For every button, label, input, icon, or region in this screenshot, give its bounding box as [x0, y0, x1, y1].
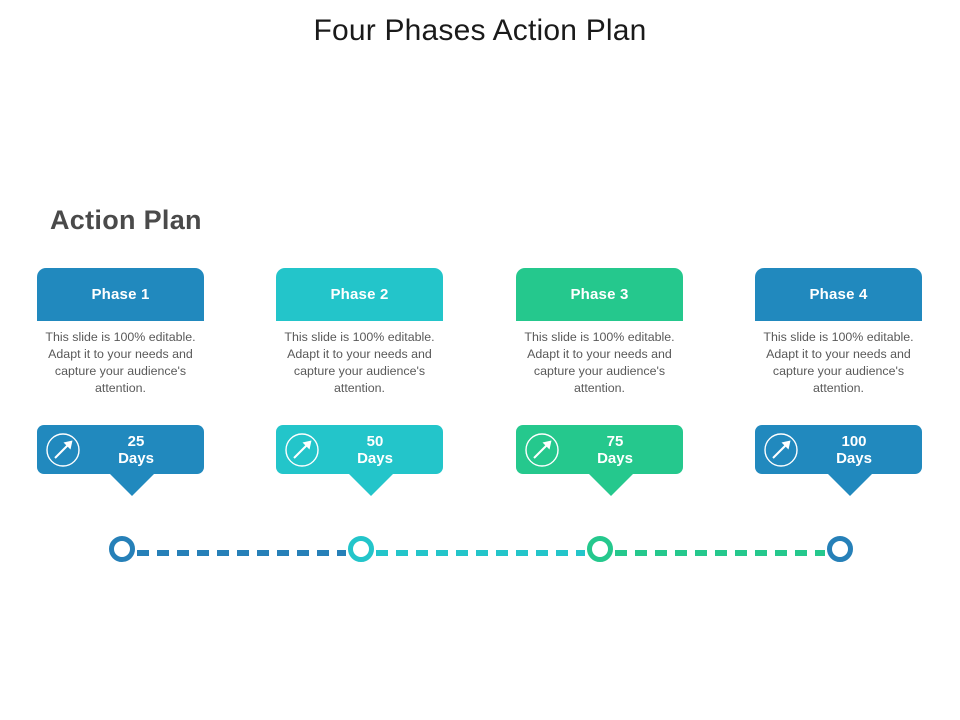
timeline [0, 536, 960, 570]
phase-header-label: Phase 4 [809, 286, 868, 303]
phase-header-2[interactable]: Phase 2 [276, 268, 443, 321]
section-heading: Action Plan [50, 205, 202, 235]
badge-pointer [109, 473, 155, 496]
diagonal-arrow-icon [764, 432, 798, 467]
timeline-node-3[interactable] [587, 536, 613, 562]
timeline-node-2[interactable] [348, 536, 374, 562]
badge-pointer [348, 473, 394, 496]
phase-card-4[interactable]: Phase 4 This slide is 100% editable. Adap… [755, 268, 922, 496]
phase-card-2[interactable]: Phase 2 This slide is 100% editable. Adap… [276, 268, 443, 496]
days-number: 100 [841, 432, 867, 450]
phase-header-label: Phase 1 [91, 286, 150, 303]
phase-body-text: This slide is 100% editable. Adapt it to… [763, 330, 914, 395]
badge-pointer [588, 473, 634, 496]
page-title: Four Phases Action Plan [313, 14, 647, 47]
phases-row: Phase 1 This slide is 100% editable. Adap… [0, 268, 960, 518]
badge-pointer [827, 473, 873, 496]
timeline-connector-1 [137, 550, 346, 556]
phase-header-4[interactable]: Phase 4 [755, 268, 922, 321]
diagonal-arrow-icon [525, 432, 559, 467]
phase-body-text: This slide is 100% editable. Adapt it to… [45, 330, 196, 395]
days-number: 25 [127, 432, 145, 450]
days-number: 50 [366, 432, 384, 450]
phase-header-1[interactable]: Phase 1 [37, 268, 204, 321]
timeline-connector-3 [615, 550, 825, 556]
phase-header-3[interactable]: Phase 3 [516, 268, 683, 321]
days-number: 75 [606, 432, 624, 450]
diagonal-arrow-icon [46, 432, 80, 467]
days-word: Days [836, 449, 872, 467]
days-word: Days [357, 449, 393, 467]
timeline-node-4[interactable] [827, 536, 853, 562]
days-word: Days [118, 449, 154, 467]
phase-card-1[interactable]: Phase 1 This slide is 100% editable. Adap… [37, 268, 204, 496]
phase-body-text: This slide is 100% editable. Adapt it to… [284, 330, 435, 395]
phase-header-label: Phase 2 [330, 286, 389, 303]
days-word: Days [597, 449, 633, 467]
phase-card-3[interactable]: Phase 3 This slide is 100% editable. Adap… [516, 268, 683, 496]
phase-header-label: Phase 3 [570, 286, 629, 303]
phase-body-text: This slide is 100% editable. Adapt it to… [524, 330, 675, 395]
timeline-connector-2 [376, 550, 585, 556]
timeline-node-1[interactable] [109, 536, 135, 562]
diagonal-arrow-icon [285, 432, 319, 467]
